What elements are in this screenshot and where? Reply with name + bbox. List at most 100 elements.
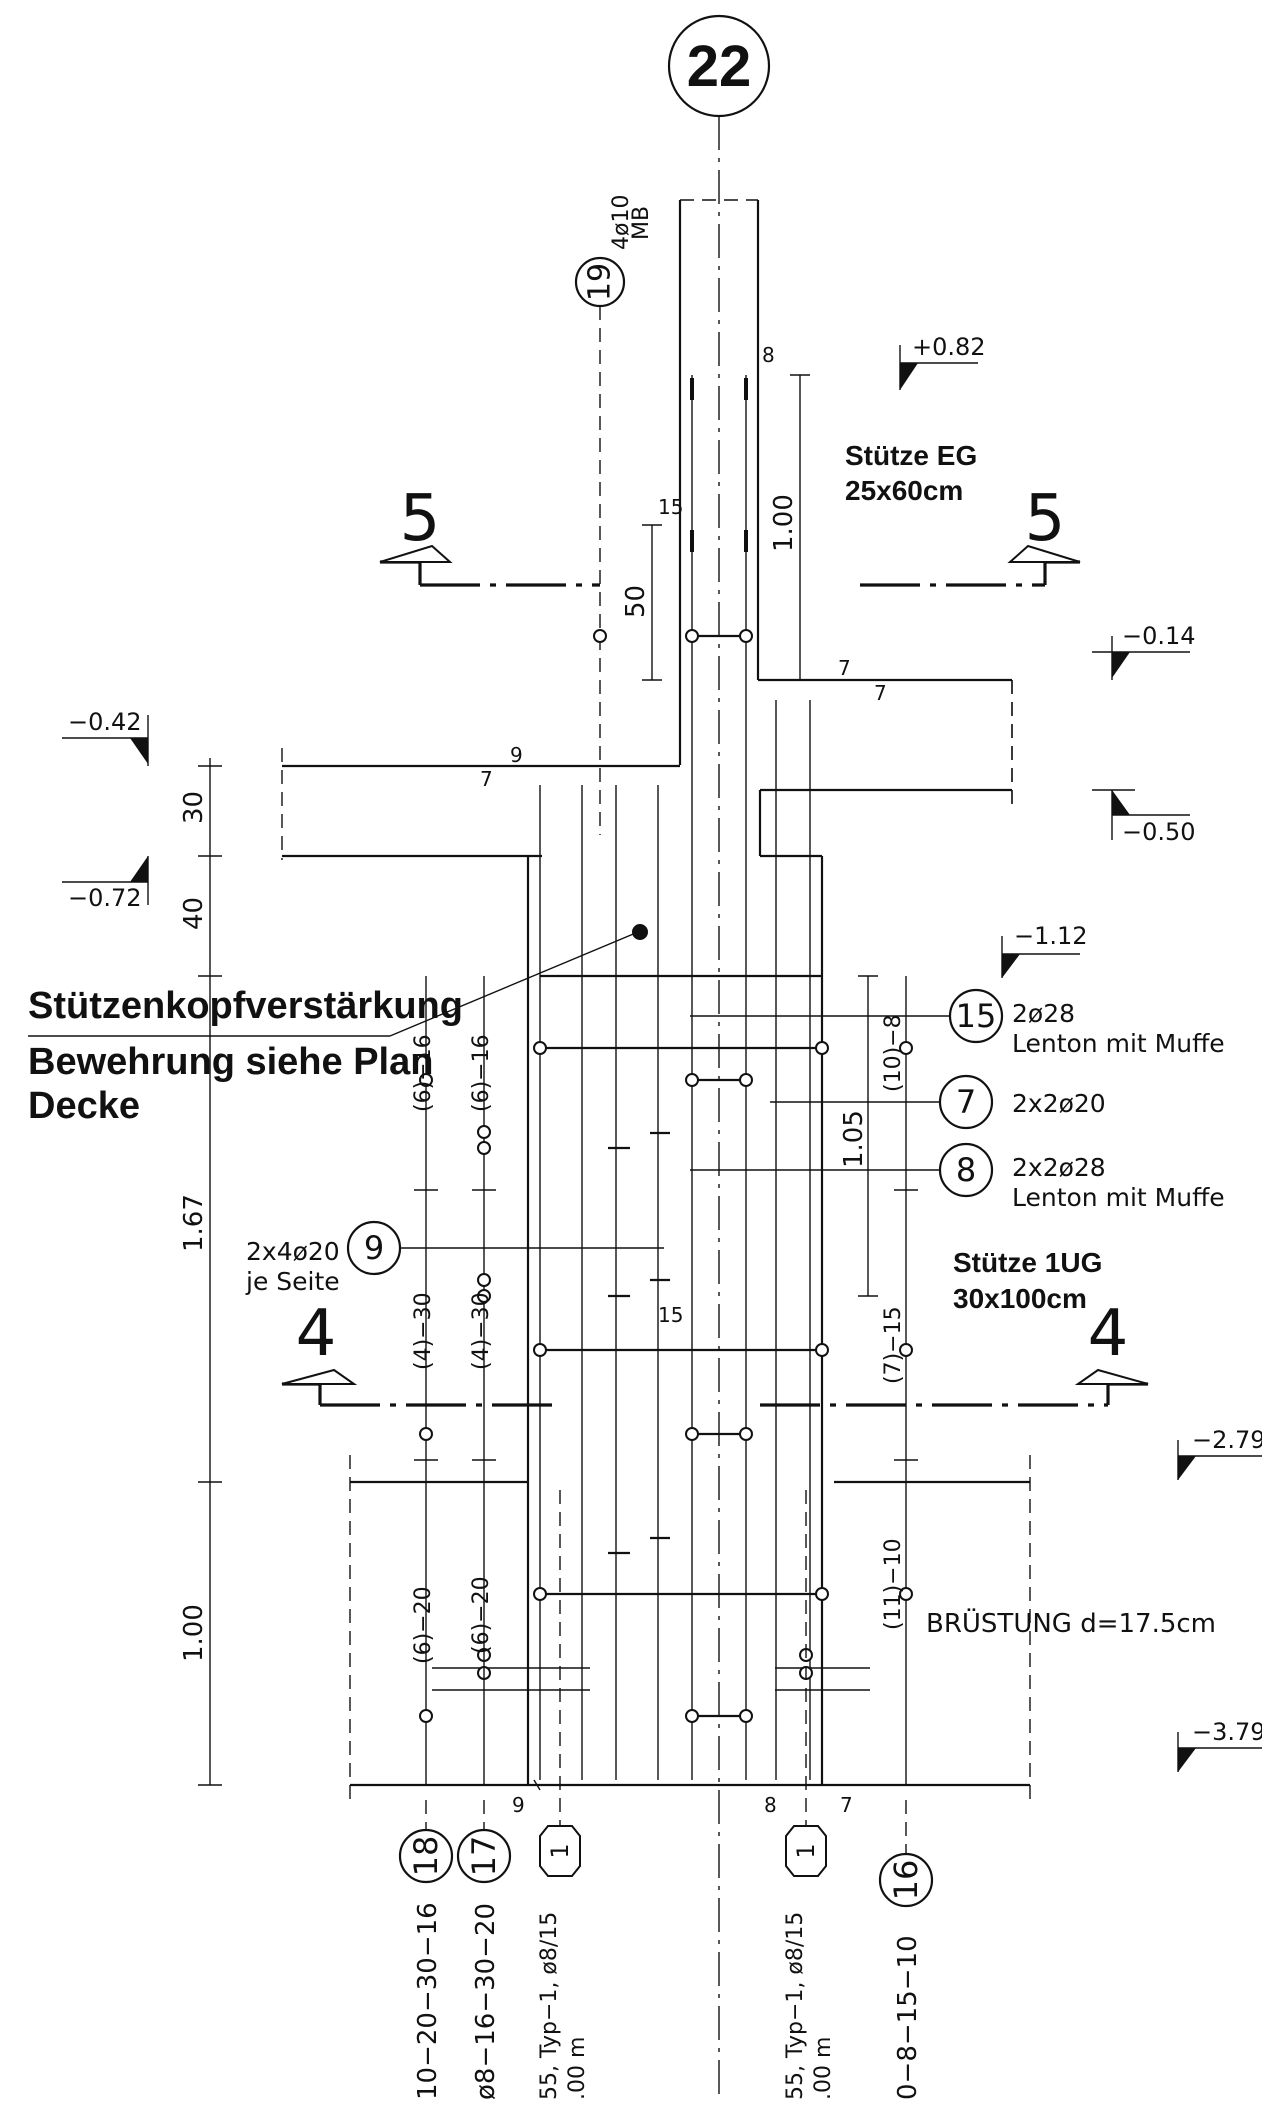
position-16: 16 0−8−15−10 (878, 1800, 934, 2100)
svg-text:2x4ø20: 2x4ø20 (246, 1237, 340, 1266)
svg-text:1: 1 (792, 1843, 820, 1858)
section-5-left: 5 (379, 482, 600, 587)
position-9: 9 2x4ø20 je Seite (245, 1220, 664, 1296)
svg-text:8: 8 (762, 343, 775, 367)
level-014: −0.14 (1092, 622, 1196, 680)
svg-text:15: 15 (658, 495, 683, 519)
svg-text:−0.72: −0.72 (68, 884, 142, 912)
svg-text:−0.50: −0.50 (1122, 818, 1196, 846)
svg-text:ø8−16−30−20: ø8−16−30−20 (471, 1903, 501, 2100)
svg-text:19: 19 (583, 263, 618, 301)
svg-text:Lenton mit Muffe: Lenton mit Muffe (1012, 1183, 1225, 1212)
svg-text:(11)−10: (11)−10 (881, 1538, 906, 1630)
svg-text:55, Typ−1, ø8/15: 55, Typ−1, ø8/15 (783, 1912, 808, 2100)
svg-text:(10)−8: (10)−8 (881, 1014, 906, 1092)
svg-text:30: 30 (179, 791, 209, 824)
svg-text:8: 8 (764, 1793, 777, 1817)
svg-text:7: 7 (956, 1083, 976, 1121)
svg-text:(7)−15: (7)−15 (881, 1306, 906, 1384)
section-label: 4 (1088, 1297, 1129, 1371)
level-082: +0.82 (899, 333, 986, 390)
level-279: −2.79 (1177, 1426, 1262, 1480)
section-4-left: 4 (281, 1297, 555, 1407)
slab-outlines (281, 680, 1013, 860)
svg-text:+0.82: +0.82 (912, 333, 986, 361)
svg-text:55, Typ−1, ø8/15: 55, Typ−1, ø8/15 (537, 1912, 562, 2100)
svg-text:16: 16 (887, 1860, 925, 1901)
svg-text:−2.79: −2.79 (1192, 1426, 1262, 1454)
svg-text:15: 15 (956, 997, 997, 1035)
svg-text:(4)−30: (4)−30 (469, 1292, 494, 1370)
column-eg-size: 25x60cm (845, 475, 963, 506)
section-5-right: 5 (860, 482, 1081, 587)
section-label: 5 (400, 482, 441, 556)
axis-22: 22 (667, 14, 771, 2100)
section-label: 5 (1025, 482, 1066, 556)
note-line: Bewehrung siehe Plan (28, 1041, 433, 1083)
svg-text:7: 7 (840, 1793, 853, 1817)
svg-text:17: 17 (465, 1836, 503, 1877)
level-379: −3.79 (1177, 1718, 1262, 1772)
note-title: Stützenkopfverstärkung (28, 985, 463, 1027)
stirrup-type-left: 1 55, Typ−1, ø8/15 .00 m (537, 1490, 590, 2100)
svg-text:7: 7 (480, 767, 493, 791)
svg-text:15: 15 (658, 1303, 683, 1327)
svg-text:7: 7 (874, 681, 887, 705)
svg-text:(6)−20: (6)−20 (411, 1586, 436, 1664)
level-050: −0.50 (1092, 789, 1196, 846)
position-7: 7 2x2ø20 (770, 1074, 1106, 1130)
position-19: 19 4ø10 MB (574, 195, 654, 835)
svg-text:1.05: 1.05 (839, 1110, 869, 1168)
svg-text:−3.79: −3.79 (1192, 1718, 1262, 1746)
svg-text:1.00: 1.00 (769, 494, 799, 552)
position-8: 8 2x2ø28 Lenton mit Muffe (690, 1142, 1225, 1212)
svg-text:−1.12: −1.12 (1014, 922, 1088, 950)
upper-column-outline (678, 199, 1013, 1780)
svg-text:9: 9 (512, 1793, 525, 1817)
lower-column-outline (350, 700, 1030, 1791)
svg-text:8: 8 (956, 1151, 976, 1189)
level-072: −0.72 (62, 856, 149, 912)
level-markers: +0.82 −0.14 −0.42 −0.50 −0.72 (62, 333, 1262, 1772)
leader-dot (632, 924, 648, 940)
position-17: 17 ø8−16−30−20 (456, 1800, 512, 2100)
column-eg-label: Stütze EG (845, 440, 977, 471)
svg-text:9: 9 (510, 743, 523, 767)
level-042: −0.42 (62, 708, 149, 766)
svg-text:2x2ø20: 2x2ø20 (1012, 1089, 1106, 1118)
level-112: −1.12 (1001, 922, 1088, 978)
svg-text:(6)−16: (6)−16 (469, 1034, 494, 1112)
position-18: 18 10−20−30−16 (398, 1800, 454, 2100)
axis-number: 22 (687, 34, 752, 99)
svg-text:1.00: 1.00 (179, 1604, 209, 1662)
svg-text:10−20−30−16: 10−20−30−16 (413, 1902, 443, 2100)
svg-text:(6)−16: (6)−16 (411, 1034, 436, 1112)
svg-text:1.67: 1.67 (179, 1194, 209, 1252)
svg-text:(6)−20: (6)−20 (469, 1576, 494, 1654)
svg-text:Lenton mit Muffe: Lenton mit Muffe (1012, 1029, 1225, 1058)
svg-text:je Seite: je Seite (245, 1267, 340, 1296)
svg-text:40: 40 (179, 897, 209, 930)
svg-text:4ø10: 4ø10 (609, 195, 634, 250)
svg-text:50: 50 (621, 585, 651, 618)
section-4-right: 4 (760, 1297, 1149, 1407)
svg-text:−0.14: −0.14 (1122, 622, 1196, 650)
stirrup-type-right: 1 55, Typ−1, ø8/15 .00 m (783, 1490, 836, 2100)
brustung-label: BRÜSTUNG d=17.5cm (926, 1607, 1216, 1639)
column-labels: Stütze EG 25x60cm Stütze 1UG 30x100cm St… (28, 440, 1216, 1639)
svg-text:.00 m: .00 m (565, 2037, 590, 2100)
svg-text:9: 9 (364, 1229, 384, 1267)
column-ug-size: 30x100cm (953, 1283, 1087, 1314)
dimensions: 1.00 50 15 8 7 7 7 9 30 40 1.67 1.00 1.0… (179, 343, 918, 1817)
section-label: 4 (296, 1297, 337, 1371)
svg-text:2x2ø28: 2x2ø28 (1012, 1153, 1106, 1182)
svg-text:MB: MB (629, 206, 654, 240)
svg-text:−0.42: −0.42 (68, 708, 142, 736)
svg-text:1: 1 (546, 1843, 574, 1858)
svg-text:7: 7 (838, 656, 851, 680)
svg-text:0−8−15−10: 0−8−15−10 (893, 1935, 923, 2100)
note-line: Decke (28, 1085, 140, 1127)
svg-text:.00 m: .00 m (811, 2037, 836, 2100)
